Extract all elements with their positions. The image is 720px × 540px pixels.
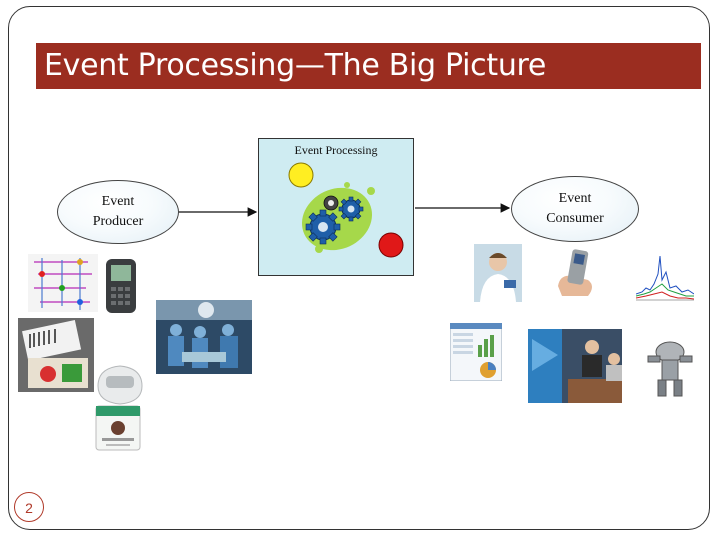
phone-image <box>552 246 598 300</box>
sensor-map-image <box>28 254 98 312</box>
producer-label-line2: Producer <box>92 214 144 229</box>
gear-icon <box>338 196 364 222</box>
gear-icon <box>305 209 341 245</box>
rfid-tags-image <box>18 318 94 392</box>
monitor-device-image <box>94 362 146 406</box>
doctor-image <box>474 244 522 302</box>
slide-frame <box>8 6 710 530</box>
handheld-scanner-image <box>103 257 139 315</box>
processing-engine-icon <box>288 162 404 258</box>
id-badge-image <box>94 404 142 452</box>
title-bar: Event Processing—The Big Picture <box>36 43 701 89</box>
consumer-label-line2: Consumer <box>546 211 604 226</box>
producer-label-line1: Event <box>101 194 135 209</box>
yellow-event-icon <box>288 162 314 188</box>
red-event-icon <box>378 232 404 258</box>
event-processing-label: Event Processing <box>294 143 378 157</box>
signal-chart-image <box>636 244 694 302</box>
operating-room-image <box>156 300 252 374</box>
dashboard-screen-image <box>450 323 502 381</box>
consumer-label-line1: Event <box>558 191 592 206</box>
event-producer-node: Event Producer <box>57 180 179 244</box>
event-consumer-node: Event Consumer <box>511 176 639 242</box>
page-number-badge: 2 <box>14 492 44 522</box>
slide-title: Event Processing—The Big Picture <box>44 48 547 83</box>
event-processing-box: Event Processing <box>258 138 414 276</box>
business-people-image <box>528 329 622 403</box>
robot-image <box>644 334 696 398</box>
gear-icon <box>323 195 339 211</box>
